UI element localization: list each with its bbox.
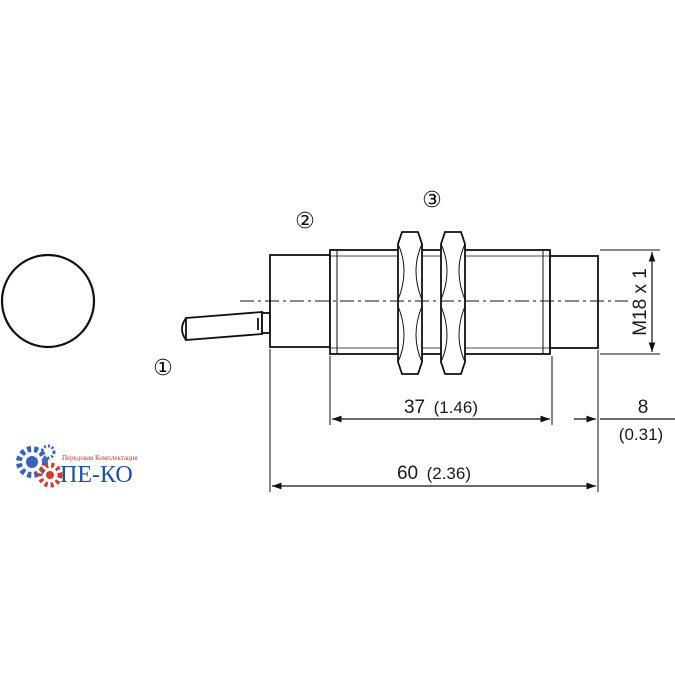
dim-thread-label: M18 x 1 [630,268,651,336]
dim-8-imperial: (0.31) [619,425,663,444]
logo-tagline: Передовая Комплектация [62,454,139,462]
callout-2: ② [295,209,315,234]
callout-1: ① [153,356,173,381]
callout-3: ③ [422,188,442,213]
gear-icon [16,444,63,488]
nut-right [440,231,466,375]
extension-lines [269,249,660,492]
threaded-body [329,249,551,355]
dim-37: 37 (1.46) [404,397,478,418]
company-logo: Передовая Комплектация ПЕ-КО [16,444,139,488]
dim-8-value: 8 [638,397,649,418]
front-view-circle [0,253,96,349]
dimension-lines [272,252,675,490]
cable [181,311,271,341]
dim-60: 60 (2.36) [397,463,471,484]
logo-name: ПЕ-КО [60,462,133,488]
nut-left [397,231,423,375]
sensor-tip [549,255,599,349]
